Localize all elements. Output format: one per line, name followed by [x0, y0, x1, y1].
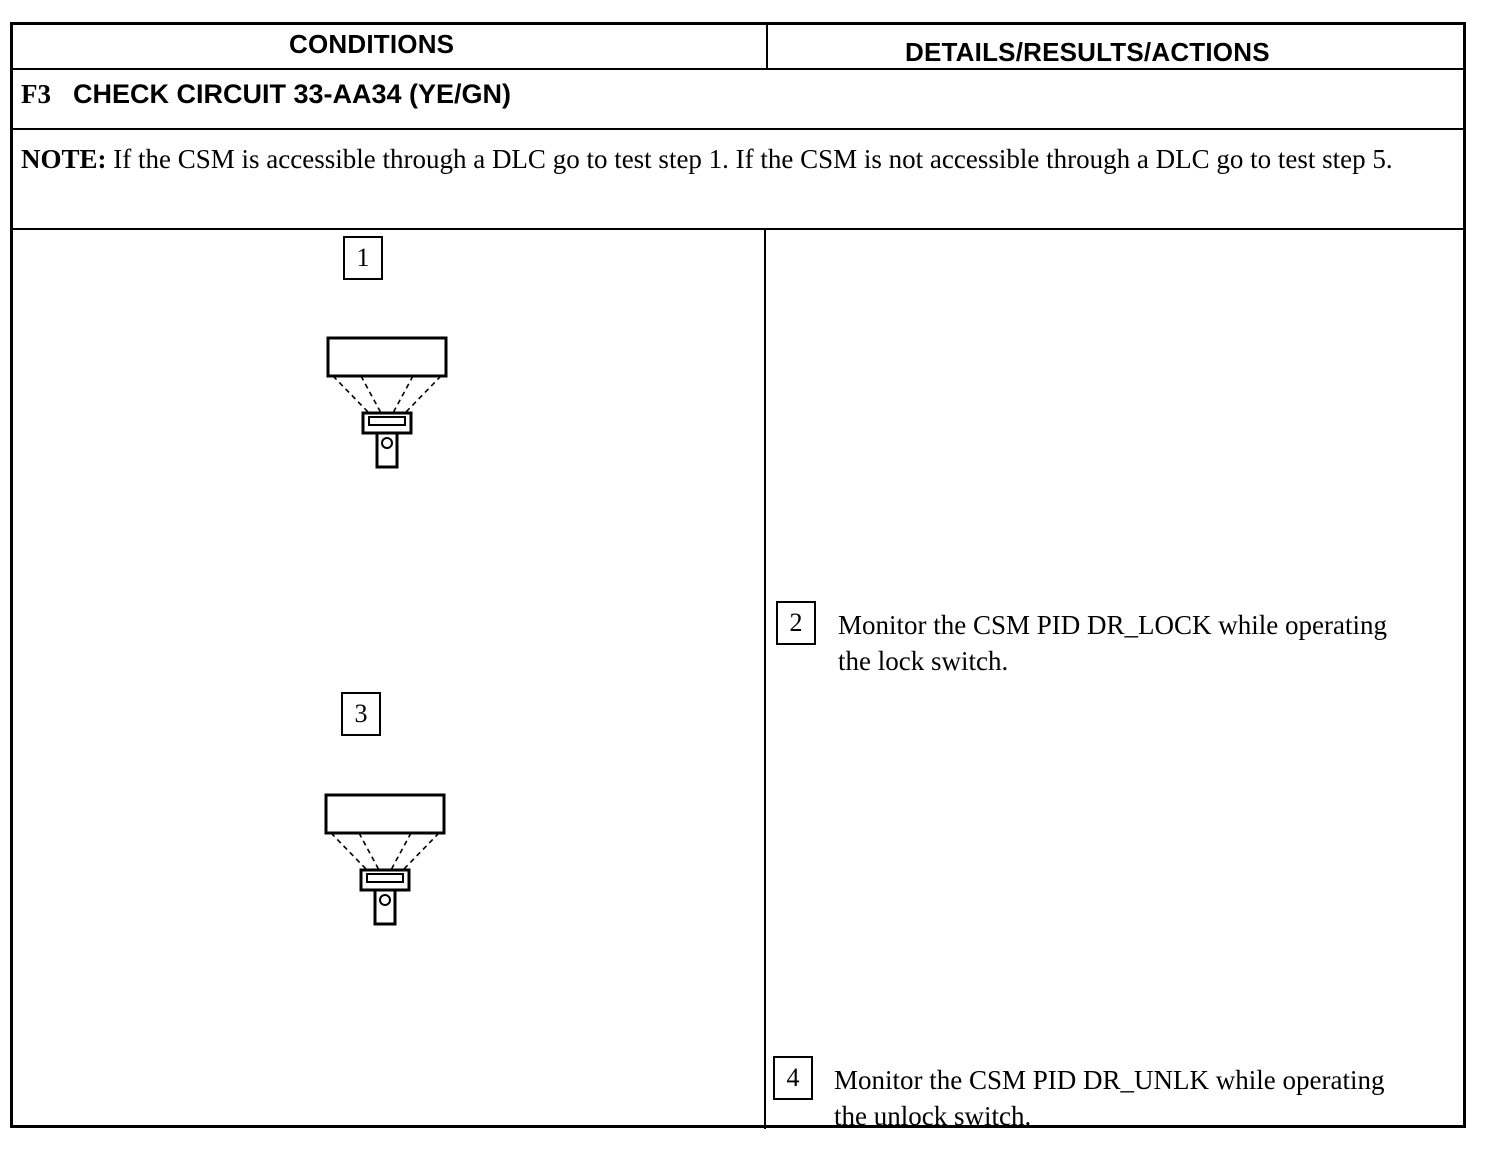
scan-tool-connector-icon: [324, 793, 446, 926]
conditions-header: CONDITIONS: [289, 29, 455, 59]
step-2-text: Monitor the CSM PID DR_LOCK while operat…: [838, 610, 1387, 676]
step-3-box: 3: [341, 692, 381, 736]
section-rule: [13, 128, 1463, 130]
section-title-text: CHECK CIRCUIT 33-AA34 (YE/GN): [73, 79, 512, 109]
header-rule: [13, 68, 1463, 70]
header-column-divider: [766, 25, 768, 69]
diagnostic-table: CONDITIONS DETAILS/RESULTS/ACTIONS F3 CHE…: [10, 22, 1466, 1131]
section-code: F3: [21, 79, 51, 109]
section-title: F3 CHECK CIRCUIT 33-AA34 (YE/GN): [21, 79, 511, 110]
step-1-box: 1: [343, 236, 383, 280]
details-header: DETAILS/RESULTS/ACTIONS: [905, 37, 1270, 67]
note-text: If the CSM is accessible through a DLC g…: [106, 144, 1393, 174]
step-4-box: 4: [773, 1056, 813, 1100]
note: NOTE: If the CSM is accessible through a…: [21, 143, 1451, 175]
scan-tool-connector-icon: [326, 336, 448, 469]
body-column-divider: [764, 229, 766, 1129]
note-rule: [13, 228, 1463, 230]
step-4-text: Monitor the CSM PID DR_UNLK while operat…: [834, 1065, 1385, 1131]
note-label: NOTE:: [21, 144, 107, 174]
step-2-box: 2: [776, 601, 816, 645]
